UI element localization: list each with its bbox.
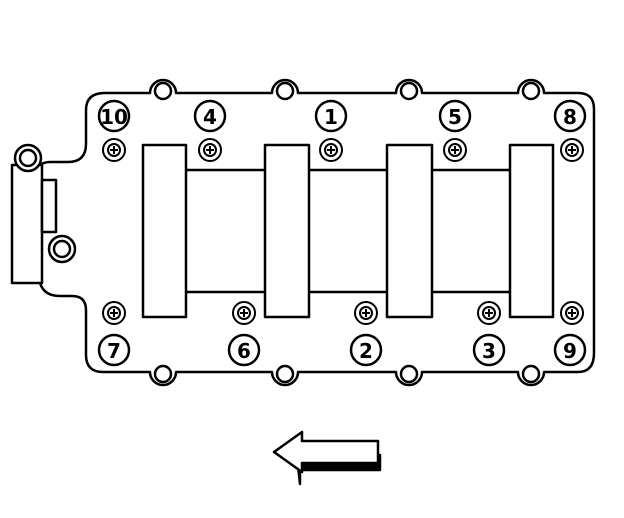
bolt-head [477,301,501,325]
sequence-label: 3 [472,333,506,367]
svg-text:8: 8 [563,105,577,129]
notch-hole [153,81,173,101]
bolt-head [198,138,222,162]
svg-text:10: 10 [100,105,128,129]
bearing-cap [141,143,188,319]
bearing-cap [508,143,555,319]
sequence-label: 1 [314,99,348,133]
svg-text:7: 7 [107,339,121,363]
sequence-label: 9 [553,333,587,367]
left-tab-inner [40,178,58,234]
sequence-label: 5 [438,99,472,133]
sequence-label: 6 [227,333,261,367]
bolt-head [560,301,584,325]
bearing-cap [385,143,434,319]
sequence-label: 4 [193,99,227,133]
svg-text:3: 3 [482,339,496,363]
notch-hole [275,81,295,101]
notch-hole [521,364,541,384]
notch-hole [521,81,541,101]
bolt-head [560,138,584,162]
bolt-head [102,301,126,325]
notch-hole [153,364,173,384]
svg-text:9: 9 [563,339,577,363]
notch-hole [399,364,419,384]
sequence-label: 7 [97,333,131,367]
bolt-head [102,138,126,162]
sequence-label: 8 [553,99,587,133]
dowel-hole-inner [52,239,72,259]
bolt-head [443,138,467,162]
svg-text:6: 6 [237,339,251,363]
notch-hole [399,81,419,101]
left-tab-hole-inner [18,148,38,168]
svg-text:4: 4 [203,105,217,129]
svg-text:2: 2 [359,339,373,363]
sequence-label: 10 [97,99,131,133]
svg-text:5: 5 [448,105,462,129]
svg-text:1: 1 [324,105,338,129]
bolt-head [319,138,343,162]
center-rail [183,168,513,294]
notch-hole [275,364,295,384]
bolt-head [354,301,378,325]
bolt-head [232,301,256,325]
front-arrow-icon [272,430,382,486]
sequence-label: 2 [349,333,383,367]
bearing-cap [263,143,311,319]
left-tab [10,163,44,285]
